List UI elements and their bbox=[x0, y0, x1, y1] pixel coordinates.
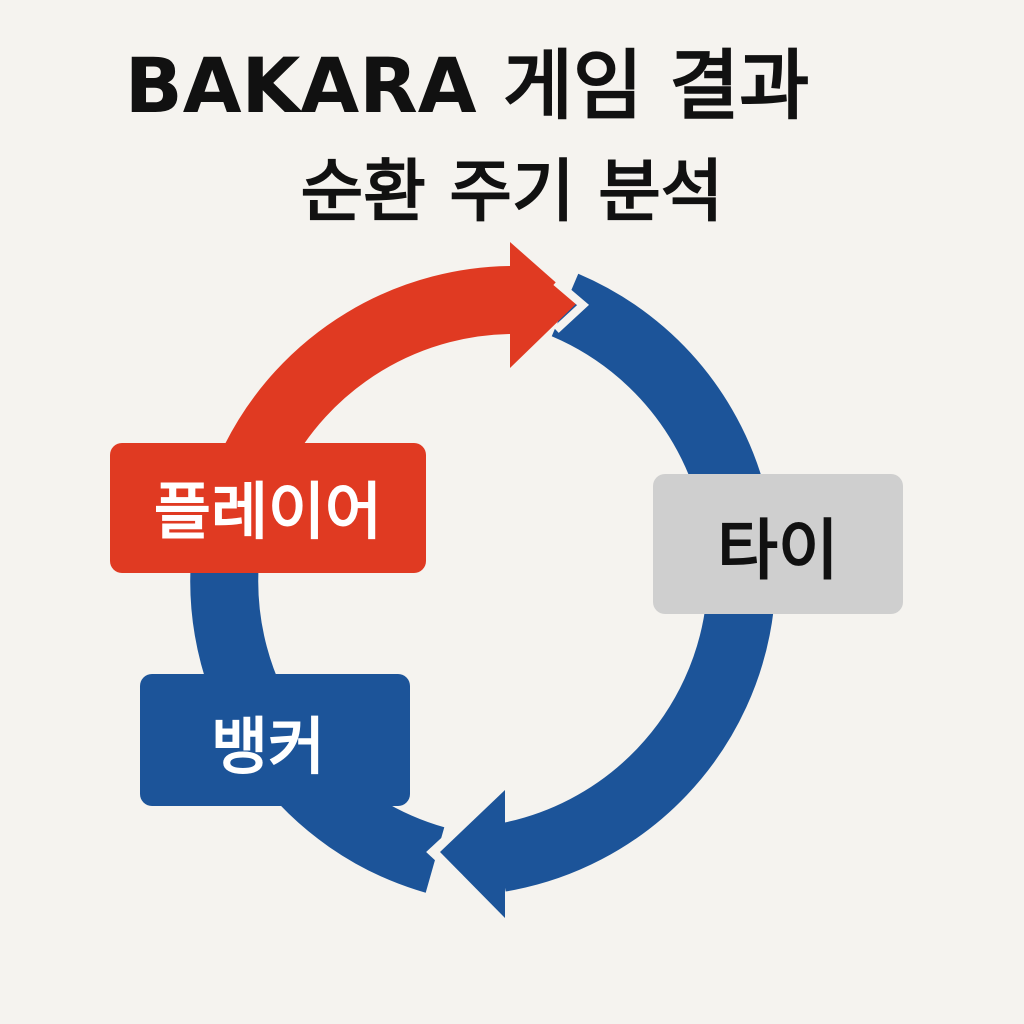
diagram-title-line-2: 순환 주기 분석 bbox=[300, 153, 724, 232]
red-arc-top bbox=[224, 265, 521, 476]
arrow-notch-top bbox=[553, 278, 590, 333]
player-node: 플레이어 bbox=[110, 443, 426, 573]
diagram-title-line-1: BAKARA 게임 결과 bbox=[124, 41, 810, 130]
player-label: 플레이어 bbox=[154, 475, 382, 548]
red-arrowhead-top bbox=[510, 242, 578, 368]
tie-node: 타이 bbox=[653, 474, 903, 614]
banker-node: 뱅커 bbox=[140, 674, 410, 806]
blue-arrowhead-bottom bbox=[440, 790, 505, 918]
arrow-notch-bottom bbox=[426, 823, 463, 881]
banker-label: 뱅커 bbox=[211, 710, 325, 783]
tie-label: 타이 bbox=[717, 512, 838, 589]
